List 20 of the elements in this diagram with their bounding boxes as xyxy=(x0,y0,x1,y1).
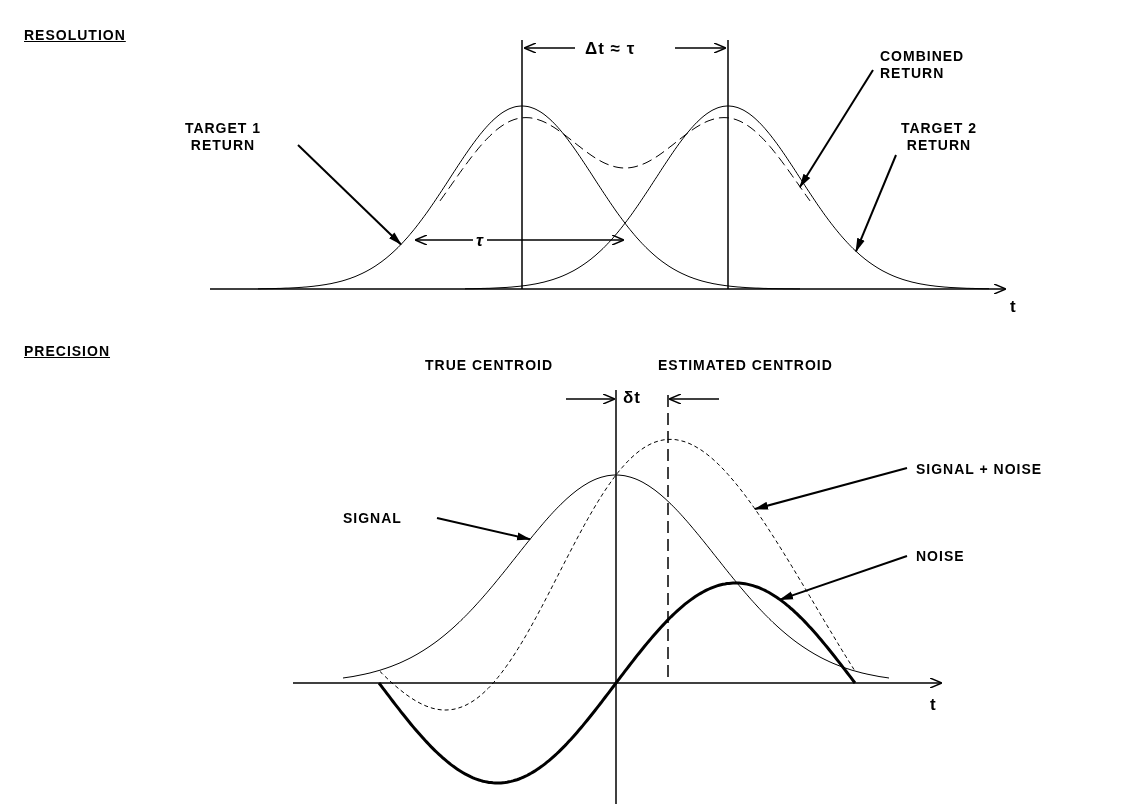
leader-line xyxy=(754,467,908,511)
leader-line xyxy=(779,555,908,601)
curve-label: NOISE xyxy=(916,548,965,565)
axis-label: t xyxy=(930,696,937,713)
annotation-text: TRUE CENTROID xyxy=(425,357,554,374)
dimension-label: δt xyxy=(623,389,641,406)
leader-line xyxy=(297,144,402,246)
curve-label: SIGNAL + NOISE xyxy=(916,461,1043,478)
axis-label: t xyxy=(1010,298,1017,315)
leader-line xyxy=(799,69,874,188)
curve-label: TARGET 1 RETURN xyxy=(178,120,268,154)
curve-label: COMBINED RETURN xyxy=(880,48,970,82)
curve-label: TARGET 2 RETURN xyxy=(894,120,984,154)
section-heading: RESOLUTION xyxy=(24,27,126,44)
dimension-label: Δt ≈ τ xyxy=(585,40,636,57)
leader-line xyxy=(436,517,531,541)
section-heading: PRECISION xyxy=(24,343,110,360)
annotation-text: ESTIMATED CENTROID xyxy=(658,357,833,374)
leader-line xyxy=(855,154,897,253)
curve-label: SIGNAL xyxy=(343,510,402,527)
